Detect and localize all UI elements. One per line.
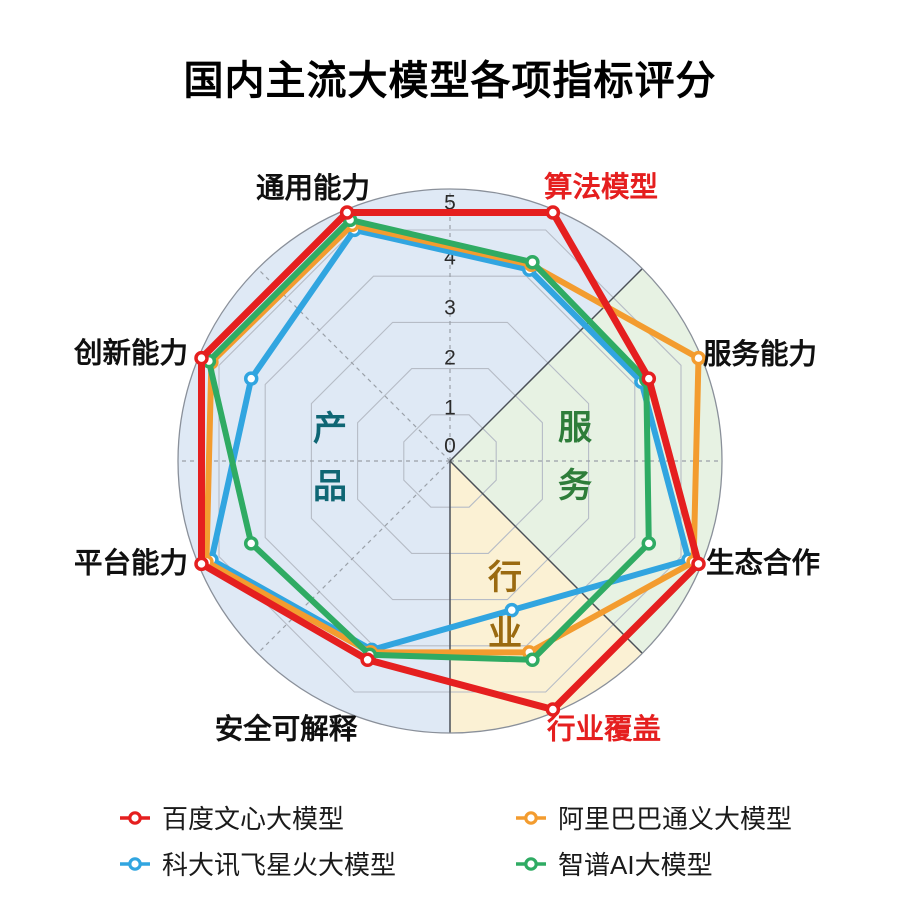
series-baidu-wenxin — [194, 205, 706, 717]
legend-label: 智谱AI大模型 — [558, 850, 713, 880]
vertex-marker-zhipu-ai-6 — [243, 536, 259, 551]
legend-marker-icon — [516, 856, 546, 871]
vertex-marker-zhipu-ai-4 — [525, 652, 540, 668]
vertex-marker-iflytek-spark-4 — [504, 602, 520, 618]
grid-ring-1 — [403, 414, 497, 508]
sector-label-0-char-1: 品 — [313, 468, 347, 506]
axis-label-6: 平台能力 — [74, 547, 188, 580]
sector-label-2-char-1: 业 — [488, 615, 522, 653]
sector-label-1-char-0: 服 — [558, 409, 592, 447]
sector-label-2-char-0: 行 — [488, 559, 522, 597]
tick-label-3: 3 — [444, 297, 456, 320]
vertex-marker-baidu-wenxin-3 — [691, 556, 706, 572]
vertex-marker-zhipu-ai-1 — [525, 254, 540, 270]
vertex-marker-baidu-wenxin-7 — [194, 350, 209, 366]
legend-marker-icon — [120, 810, 150, 825]
axis-label-3: 生态合作 — [706, 547, 820, 580]
tick-label-1: 1 — [444, 397, 456, 420]
axis-label-4: 行业覆盖 — [546, 713, 661, 746]
sector-label-0-char-0: 产 — [313, 410, 347, 448]
sector-label-1-char-1: 务 — [558, 467, 592, 505]
axis-label-5: 安全可解释 — [215, 713, 358, 746]
chart-legend: 百度文心大模型 阿里巴巴通义大模型科大讯飞星火大模型 智谱AI大模型 — [118, 799, 838, 882]
chart-title: 国内主流大模型各项指标评分 — [183, 59, 717, 103]
tick-label-5: 5 — [444, 192, 456, 215]
axis-label-2: 服务能力 — [703, 339, 817, 371]
sector-boundary-line--45 — [449, 460, 643, 654]
legend-item-1: 阿里巴巴通义大模型 — [514, 799, 838, 836]
vertex-marker-iflytek-spark-7 — [243, 371, 259, 386]
vertex-marker-baidu-wenxin-4 — [545, 702, 561, 717]
tick-label-2: 2 — [444, 347, 456, 370]
legend-item-0: 百度文心大模型 — [118, 799, 514, 836]
grid-spoke-dashed-225 — [257, 460, 451, 654]
outer-circle — [177, 188, 723, 734]
axis-label-7: 创新能力 — [73, 338, 188, 370]
grid-ring-3 — [310, 321, 590, 601]
sector-boundary-line-45 — [449, 268, 643, 462]
vertex-marker-baidu-wenxin-1 — [545, 205, 561, 220]
tick-label-0: 0 — [444, 435, 456, 458]
legend-marker-icon — [120, 856, 150, 871]
grid-ring-4 — [264, 275, 636, 647]
grid-ring-2 — [357, 368, 543, 554]
legend-label: 科大讯飞星火大模型 — [162, 850, 397, 880]
vertex-marker-baidu-wenxin-2 — [641, 371, 657, 386]
axis-label-1: 算法模型 — [544, 171, 658, 204]
vertex-marker-baidu-wenxin-5 — [360, 652, 375, 668]
legend-item-2: 科大讯飞星火大模型 — [118, 845, 514, 882]
axis-label-0: 通用能力 — [256, 173, 370, 205]
sector-fill-0 — [177, 189, 643, 734]
legend-marker-icon — [516, 810, 546, 825]
grid-ring-5 — [218, 229, 682, 693]
grid-spoke-dashed-135 — [257, 268, 451, 462]
series-zhipu-ai — [201, 212, 657, 668]
sector-fill-1 — [450, 268, 722, 654]
legend-label: 百度文心大模型 — [162, 804, 345, 834]
vertex-marker-alibaba-tongyi-2 — [691, 350, 706, 366]
vertex-marker-baidu-wenxin-0 — [339, 205, 355, 220]
vertex-marker-baidu-wenxin-6 — [194, 556, 209, 572]
legend-label: 阿里巴巴通义大模型 — [558, 804, 793, 834]
vertex-marker-zhipu-ai-3 — [641, 536, 657, 551]
legend-item-3: 智谱AI大模型 — [514, 845, 838, 882]
